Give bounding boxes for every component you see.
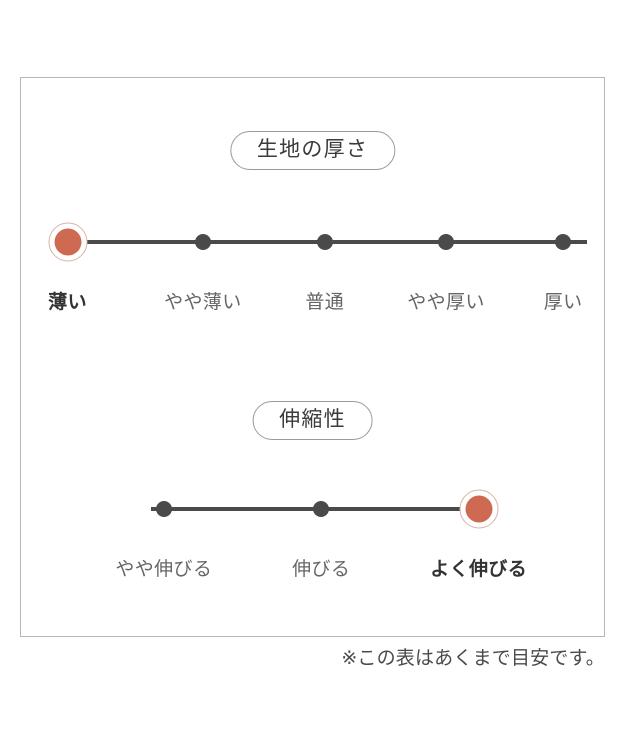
selected-dot-icon bbox=[465, 495, 493, 523]
dot-icon bbox=[316, 234, 333, 250]
dot-icon bbox=[194, 234, 211, 250]
section-heading-stretch: 伸縮性 bbox=[252, 401, 373, 440]
scale-stretch: やや伸びる 伸びる よく伸びる bbox=[21, 483, 604, 593]
selected-dot-icon bbox=[54, 228, 82, 256]
scale-thickness: 薄い やや薄い 普通 やや厚い 厚い bbox=[21, 216, 604, 326]
scale-label: やや薄い bbox=[164, 292, 242, 313]
dot-icon bbox=[155, 501, 172, 517]
footnote-text: ※この表はあくまで目安です。 bbox=[341, 648, 605, 669]
dot-icon bbox=[438, 234, 454, 250]
dot-icon bbox=[555, 234, 572, 250]
dot-icon bbox=[313, 501, 330, 517]
section-heading-thickness: 生地の厚さ bbox=[229, 131, 396, 170]
scale-label: よく伸びる bbox=[430, 559, 528, 580]
scale-label: 伸びる bbox=[292, 559, 351, 580]
scale-label: やや厚い bbox=[407, 292, 485, 313]
scale-label: 薄い bbox=[48, 292, 88, 313]
spec-card: 生地の厚さ 薄い やや薄い 普通 やや厚い 厚い 伸縮性 やや伸びる 伸びる よく伸びる bbox=[20, 77, 605, 637]
scale-label: 厚い bbox=[543, 292, 583, 313]
scale-label: やや伸びる bbox=[115, 559, 213, 580]
scale-label: 普通 bbox=[305, 292, 345, 313]
